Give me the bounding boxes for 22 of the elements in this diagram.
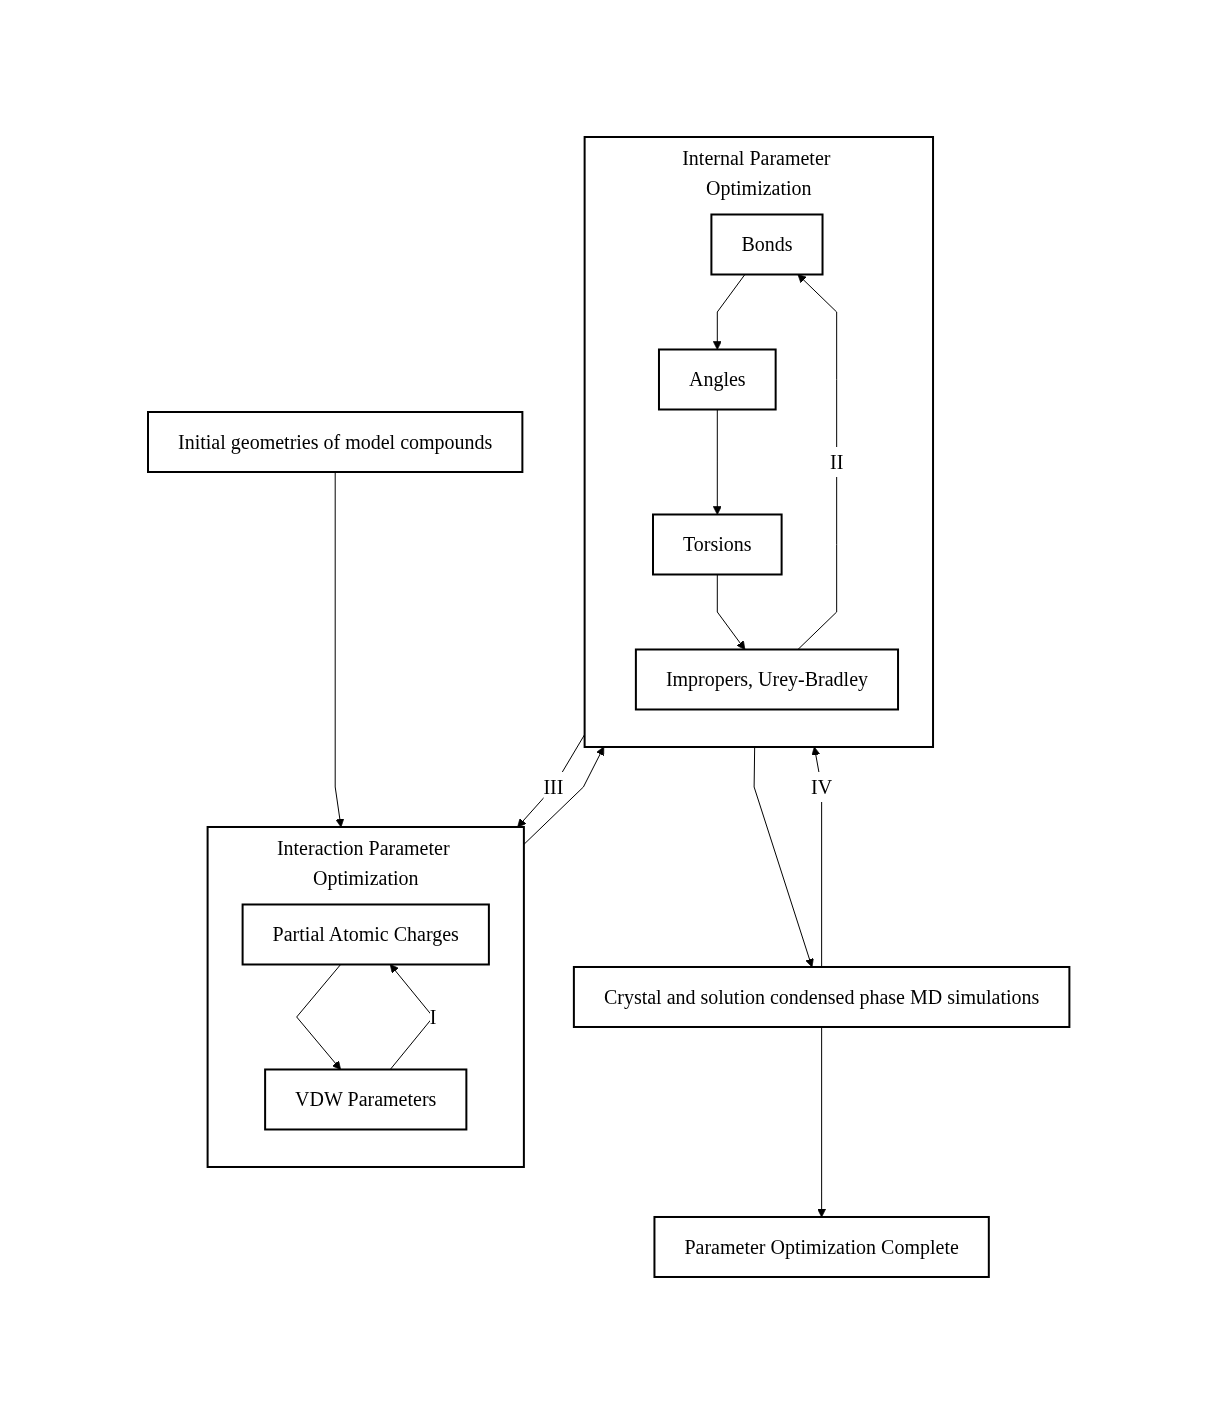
arrow — [797, 273, 837, 650]
node-box: Impropers, Urey-Bradley — [634, 648, 899, 710]
arrow — [716, 573, 746, 650]
node-box: Parameter Optimization Complete — [653, 1215, 990, 1278]
arrow — [712, 408, 722, 515]
node-box: Torsions — [651, 513, 783, 575]
arrow — [334, 471, 344, 827]
edge-label: IV — [810, 775, 832, 798]
arrow — [753, 746, 814, 967]
arrow — [295, 963, 341, 1070]
edge-label: II — [829, 450, 844, 473]
node-box: VDW Parameters — [263, 1068, 468, 1130]
edge-label: III — [543, 775, 564, 798]
node-box: Angles — [657, 348, 777, 410]
arrow — [523, 746, 604, 845]
node-box: Crystal and solution condensed phase MD simulations — [572, 965, 1071, 1028]
edge-label: I — [429, 1005, 437, 1028]
node-box: Bonds — [710, 213, 824, 275]
node-box: Initial geometries of model compounds — [146, 410, 524, 473]
node-box: Partial Atomic Charges — [241, 903, 490, 965]
arrow — [817, 1026, 826, 1217]
arrow — [712, 273, 746, 350]
